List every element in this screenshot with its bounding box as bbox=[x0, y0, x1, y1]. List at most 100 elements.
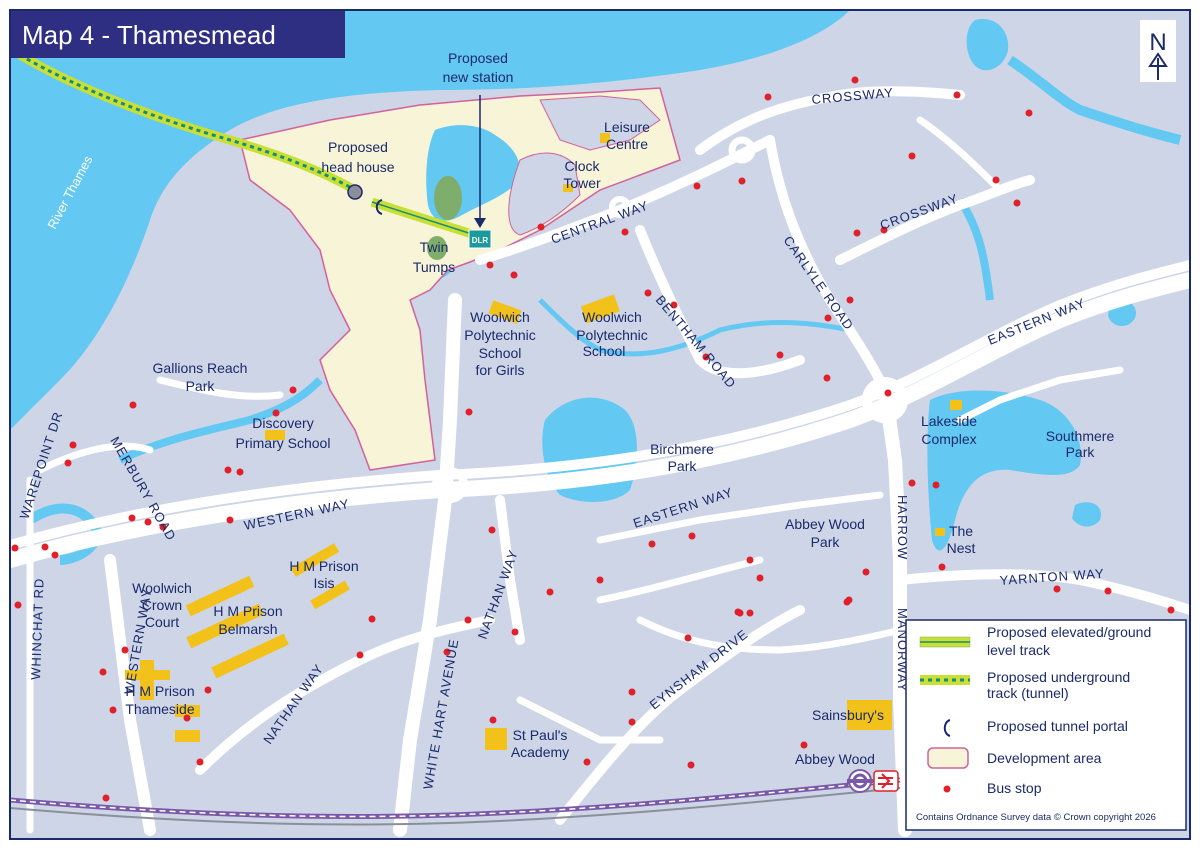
label-gallions-2: Park bbox=[186, 378, 216, 394]
label-lakeside-2: Complex bbox=[921, 431, 976, 447]
label-stpauls-1: St Paul's bbox=[513, 727, 568, 743]
label-clock-1: Clock bbox=[564, 158, 600, 174]
river-thames-water bbox=[10, 10, 850, 430]
bus-stop-marker bbox=[764, 93, 772, 101]
bus-stop-marker bbox=[776, 351, 784, 359]
bus-stop-marker bbox=[486, 261, 494, 269]
label-crown-1: Woolwich bbox=[132, 580, 192, 596]
legend: Proposed elevated/ground level track Pro… bbox=[905, 619, 1187, 831]
legend-portal-icon bbox=[943, 719, 951, 737]
label-thameside-2: Thameside bbox=[125, 701, 194, 717]
roundabout-west bbox=[432, 467, 468, 503]
bus-stop-marker bbox=[687, 761, 695, 769]
bus-stop-marker bbox=[144, 518, 152, 526]
park-twin-tumps-north bbox=[434, 176, 462, 220]
label-thameside-1: H M Prison bbox=[125, 683, 194, 699]
bus-stop-marker bbox=[356, 651, 364, 659]
station-pointer-head bbox=[474, 218, 486, 228]
bus-stop-marker bbox=[843, 598, 851, 606]
label-station-1: Proposed bbox=[448, 50, 508, 66]
map-frame bbox=[9, 9, 1191, 840]
road-harrow-top: HARROW bbox=[895, 495, 910, 560]
canal-small bbox=[538, 298, 851, 357]
label-sainsburys: Sainsbury's bbox=[812, 707, 884, 723]
bus-stop-marker bbox=[224, 466, 232, 474]
bus-stop-marker bbox=[1104, 587, 1112, 595]
bus-stop-marker bbox=[64, 459, 72, 467]
bus-stop-marker bbox=[465, 408, 473, 416]
north-arrow-head bbox=[1148, 52, 1168, 67]
bus-stop-marker bbox=[851, 76, 859, 84]
roundabout-east bbox=[862, 377, 908, 423]
dev-island-1 bbox=[539, 95, 661, 151]
bus-stop-marker bbox=[204, 686, 212, 694]
bus-stop-marker bbox=[648, 540, 656, 548]
lake-southmere bbox=[927, 390, 1081, 551]
legend-underground-label-2: track (tunnel) bbox=[987, 685, 1069, 701]
legend-elevated-label-1: Proposed elevated/ground bbox=[987, 624, 1151, 640]
dev-island-2 bbox=[508, 152, 581, 236]
north-arrow: N bbox=[1140, 20, 1176, 82]
legend-elevated-swatch bbox=[919, 636, 971, 648]
label-abbey-wood: Abbey Wood bbox=[795, 751, 875, 767]
label-clock-2: Tower bbox=[563, 175, 601, 191]
road-whinchat: WHINCHAT RD bbox=[28, 577, 47, 680]
canal-top-right bbox=[1007, 55, 1182, 145]
bus-stop-marker bbox=[746, 556, 754, 564]
national-rail-icon bbox=[873, 770, 899, 792]
bus-stop-marker bbox=[1053, 585, 1061, 593]
label-stpauls-2: Academy bbox=[511, 744, 569, 760]
underground-roundel-icon bbox=[847, 769, 873, 793]
bus-stop-marker bbox=[69, 441, 77, 449]
label-isis-2: Isis bbox=[314, 575, 335, 591]
label-southmere-1: Southmere bbox=[1046, 428, 1115, 444]
road-crossway-top: CROSSWAY bbox=[811, 85, 894, 107]
bus-stop-marker bbox=[756, 574, 764, 582]
bus-stop-marker bbox=[272, 409, 280, 417]
proposed-underground-track bbox=[17, 51, 358, 194]
bus-stop-marker bbox=[510, 271, 518, 279]
bus-stop-marker bbox=[128, 514, 136, 522]
label-wp-3: School bbox=[583, 343, 626, 359]
buildings bbox=[125, 133, 962, 750]
label-awpark-2: Park bbox=[811, 534, 841, 550]
bus-stop-marker bbox=[546, 588, 554, 596]
bus-stop-marker bbox=[537, 223, 545, 231]
label-birchmere-1: Birchmere bbox=[650, 441, 714, 457]
bus-stop-marker bbox=[129, 401, 137, 409]
legend-underground-label-1: Proposed underground bbox=[987, 669, 1130, 685]
bus-stop-marker bbox=[583, 758, 591, 766]
legend-underground-swatch bbox=[920, 675, 970, 685]
label-awpark-1: Abbey Wood bbox=[785, 516, 865, 532]
bus-stop-marker bbox=[621, 228, 629, 236]
legend-copyright: Contains Ordnance Survey data © Crown co… bbox=[916, 812, 1156, 823]
label-lakeside-1: Lakeside bbox=[921, 413, 977, 429]
dlr-badge-label: DLR bbox=[472, 236, 489, 245]
bus-stop-marker bbox=[684, 634, 692, 642]
bus-stop-marker bbox=[823, 374, 831, 382]
bus-stop-marker bbox=[628, 688, 636, 696]
label-nest-1: The bbox=[949, 523, 973, 539]
roundabout-central bbox=[609, 196, 631, 218]
bus-stop-marker bbox=[102, 794, 110, 802]
bus-stop-marker bbox=[99, 668, 107, 676]
roundabout-crossway bbox=[728, 136, 756, 164]
bus-stop-marker bbox=[109, 706, 117, 714]
bus-stop-marker bbox=[932, 481, 940, 489]
label-discovery-2: Primary School bbox=[236, 435, 331, 451]
bus-stop-marker bbox=[51, 551, 59, 559]
bus-stop-marker bbox=[884, 389, 892, 397]
bus-stop-marker bbox=[489, 716, 497, 724]
title-banner: Map 4 - Thamesmead bbox=[10, 10, 345, 58]
label-tumps-2: Tumps bbox=[413, 259, 455, 275]
label-leisure-2: Centre bbox=[606, 136, 648, 152]
bus-stop-marker bbox=[236, 468, 244, 476]
bus-stops bbox=[11, 76, 1175, 802]
bus-stop-marker bbox=[14, 601, 22, 609]
bus-stop-marker bbox=[41, 543, 49, 551]
label-wp-2: Polytechnic bbox=[576, 327, 648, 343]
legend-development-label: Development area bbox=[987, 750, 1102, 766]
bus-stop-marker bbox=[628, 718, 636, 726]
